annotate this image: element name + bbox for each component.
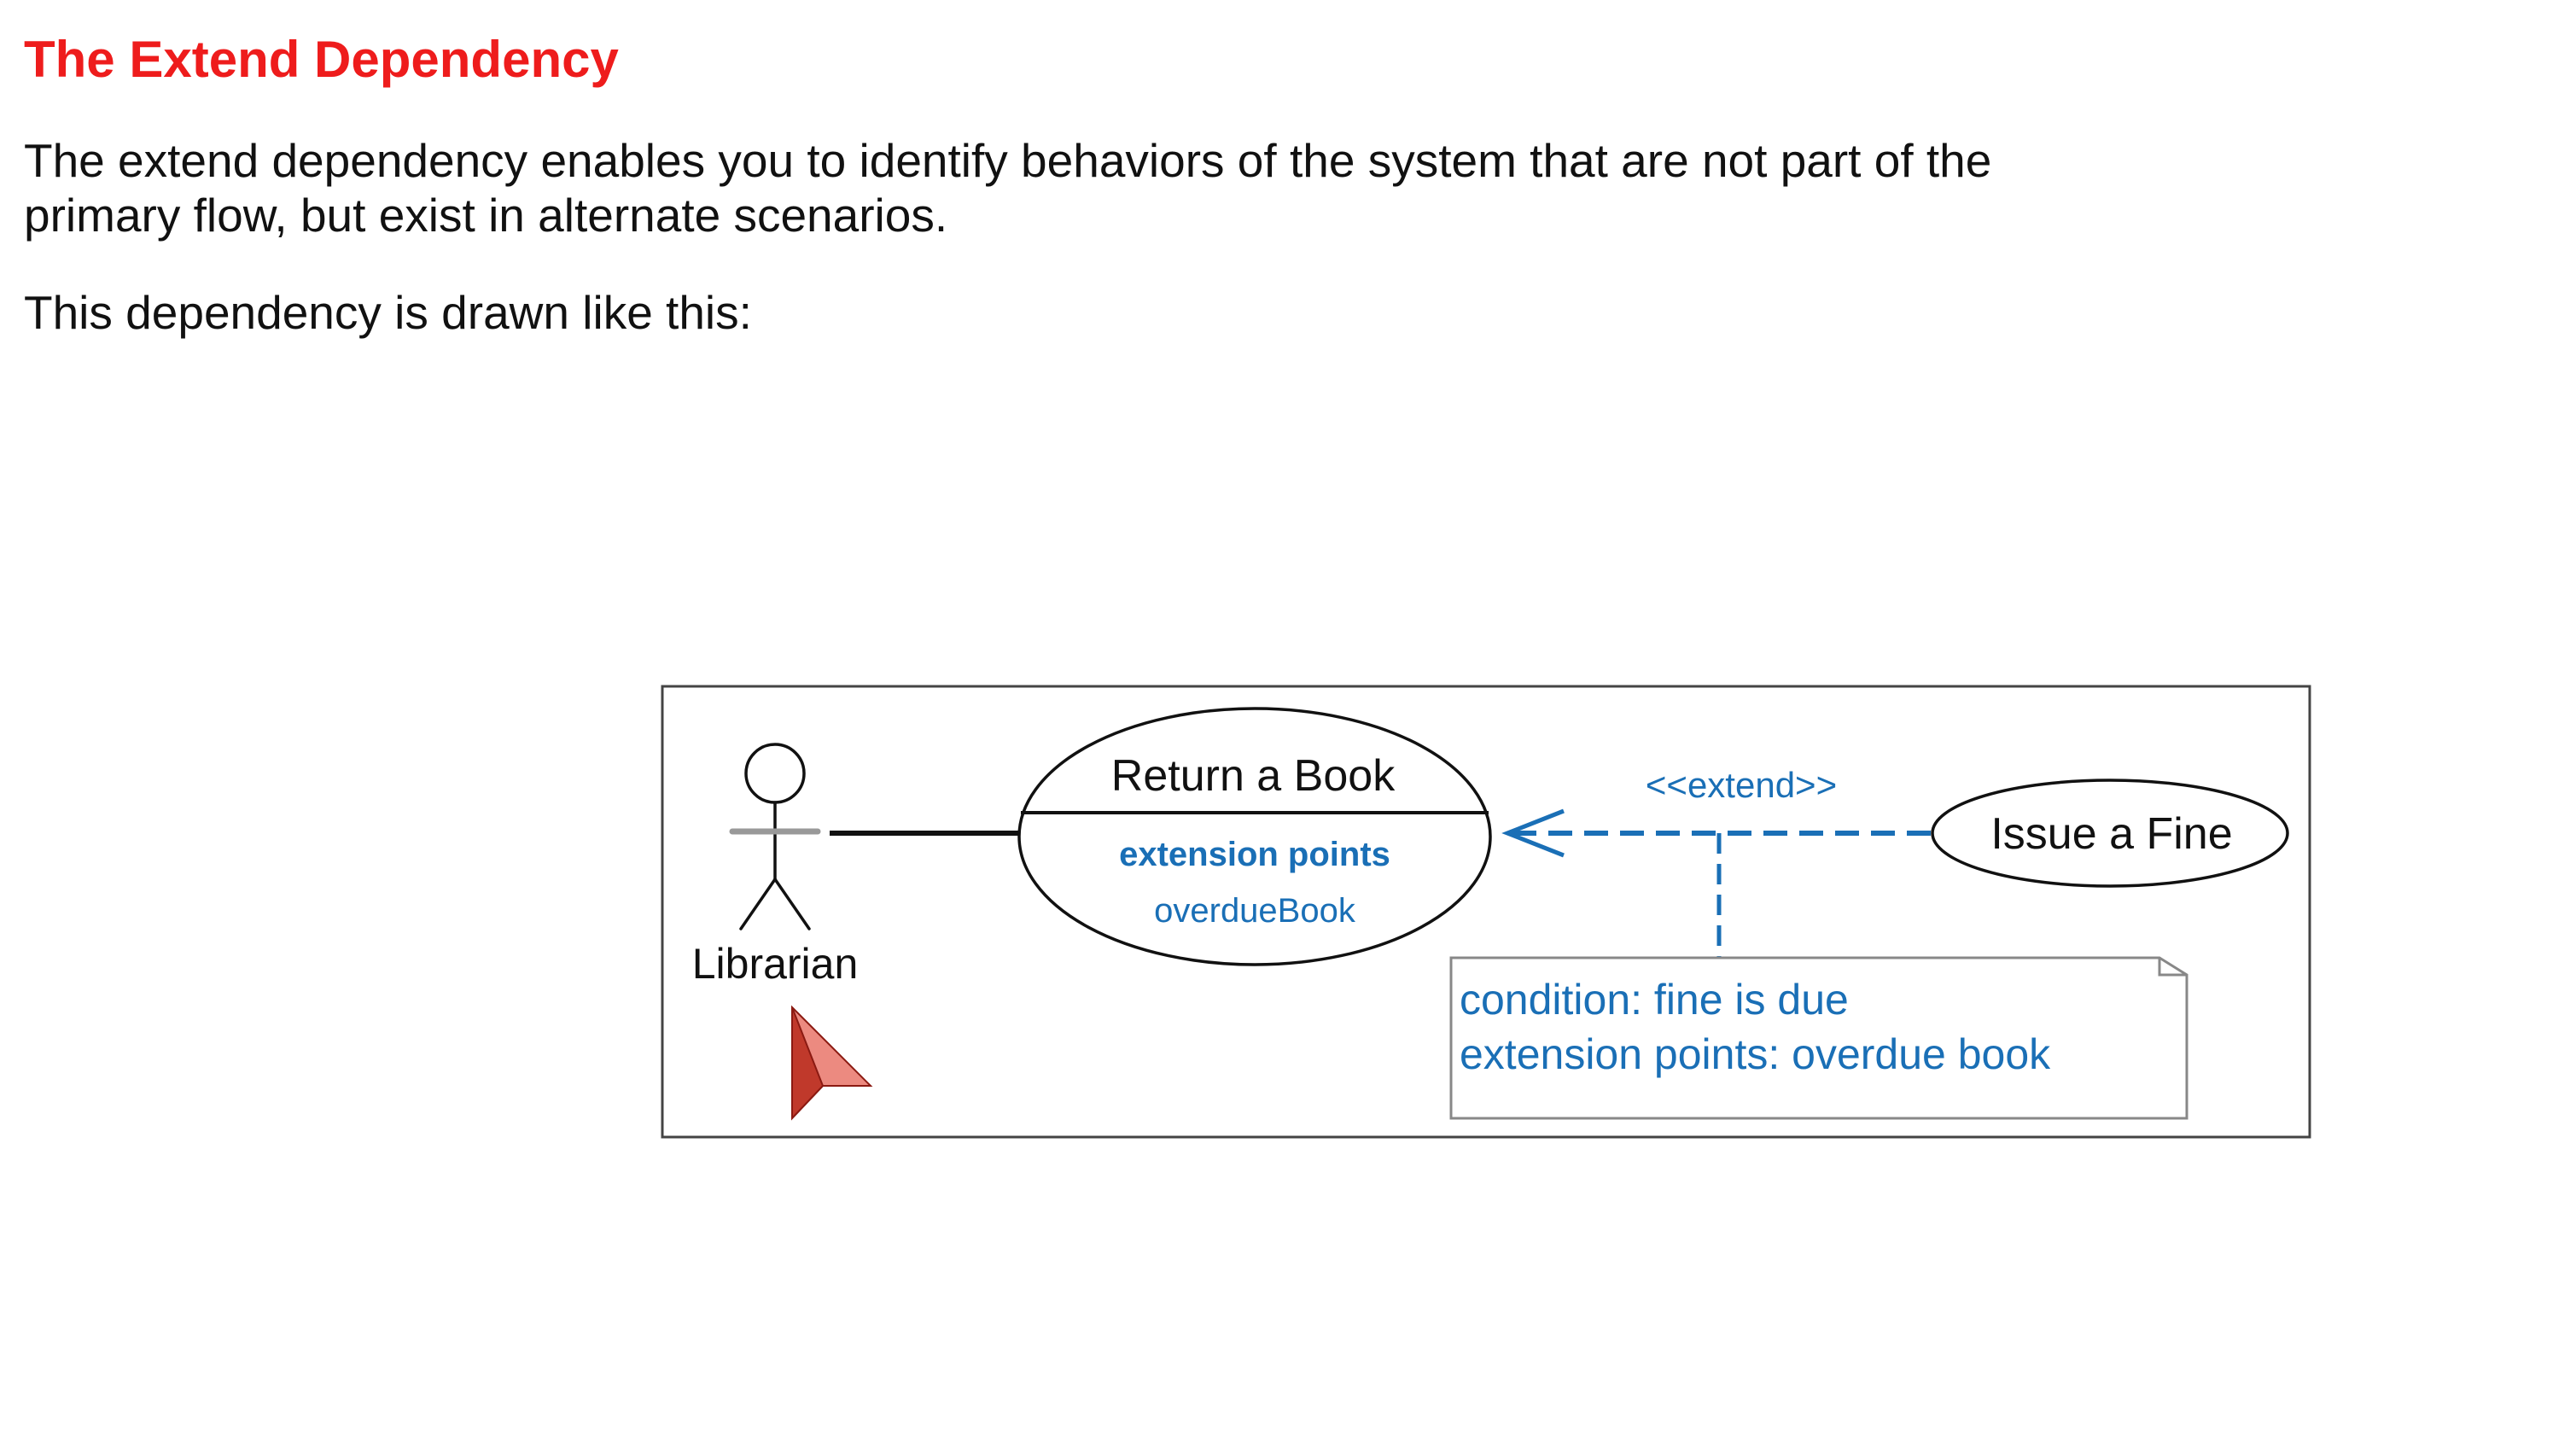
condition-note: condition: fine is due extension points:… [1449,956,2188,1120]
extend-stereotype-label: <<extend>> [1646,765,1837,805]
diagram-intro-paragraph: This dependency is drawn like this: [24,286,752,339]
use-case-name-issue-a-fine: Issue a Fine [1990,809,2232,859]
red-cursor-arrow-icon [791,1005,873,1121]
intro-paragraph-line-2: primary flow, but exist in alternate sce… [24,189,948,242]
use-case-issue-a-fine: Issue a Fine [1931,779,2289,888]
note-condition-text: condition: fine is due [1460,976,1849,1024]
page-title: The Extend Dependency [24,31,619,88]
extension-points-title: extension points [1119,836,1390,873]
stick-figure-actor-icon [729,743,821,930]
extension-point-overduebook: overdueBook [1154,892,1356,930]
actor-label: Librarian [692,940,859,988]
use-case-return-a-book: Return a Book extension points overdueBo… [1017,707,1492,966]
use-case-name-return-a-book: Return a Book [1111,751,1396,801]
note-extension-points-text: extension points: overdue book [1460,1030,2051,1078]
extend-dependency-arrow [1501,808,1932,858]
intro-paragraph-line-1: The extend dependency enables you to ide… [24,134,1992,187]
